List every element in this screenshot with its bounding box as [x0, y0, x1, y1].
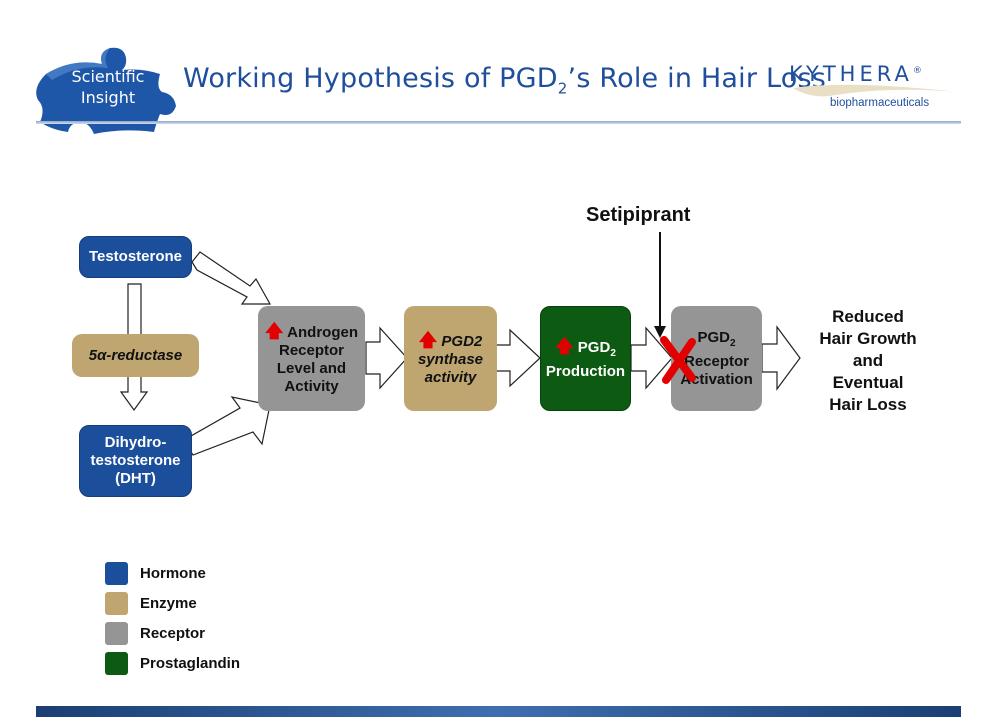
- arrow-production-to-activation: [630, 326, 673, 390]
- legend-label: Receptor: [140, 624, 206, 642]
- production-label-line2: Production: [545, 362, 626, 380]
- legend-item-prostaglandin: Prostaglandin: [105, 648, 240, 678]
- scientific-insight-badge: Scientific Insight: [58, 66, 158, 108]
- increase-arrow-icon: 🡅: [265, 320, 284, 341]
- legend: Hormone Enzyme Receptor Prostaglandin: [105, 558, 240, 678]
- kythera-logo-swoosh: [793, 84, 959, 97]
- arrow-testosterone-to-androgen: [191, 251, 272, 305]
- androgen-label-line2: Receptor: [278, 341, 345, 359]
- logo-registered: ®: [912, 66, 922, 76]
- androgen-receptor-box: 🡅 Androgen Receptor Level and Activity: [258, 306, 365, 411]
- androgen-label-line4: Activity: [284, 377, 339, 395]
- pgd2-synthase-box: 🡅 PGD2 synthase activity: [404, 306, 497, 411]
- pgd2-receptor-activation-box: PGD2 Receptor Activation: [671, 306, 762, 411]
- dht-box: Dihydro- testosterone (DHT): [79, 425, 192, 497]
- increase-arrow-icon: 🡅: [418, 329, 438, 350]
- arrow-androgen-to-synthase: [365, 326, 408, 390]
- synthase-label-line3: activity: [424, 368, 477, 386]
- testosterone-box: Testosterone: [79, 236, 192, 278]
- outcome-text: Reduced Hair Growth and Eventual Hair Lo…: [800, 306, 936, 416]
- legend-swatch: [105, 591, 128, 615]
- title-tail: ’s Role in Hair Loss: [567, 63, 826, 94]
- title-main: Working Hypothesis of PGD: [183, 63, 558, 94]
- legend-swatch: [105, 621, 128, 645]
- arrow-dht-to-androgen: [183, 396, 271, 456]
- activation-label-line2: Receptor: [683, 352, 750, 370]
- reductase-label: 5α-reductase: [88, 346, 183, 364]
- puzzle-piece-icon: [36, 47, 177, 134]
- outcome-line1: Reduced: [832, 307, 904, 326]
- legend-label: Prostaglandin: [140, 654, 241, 672]
- production-label-line1: PGD: [577, 338, 611, 356]
- activation-subscript: 2: [729, 337, 736, 349]
- androgen-label-line1: Androgen: [287, 323, 358, 341]
- legend-swatch: [105, 651, 128, 675]
- legend-swatch: [105, 561, 128, 585]
- arrow-synthase-to-production: [495, 328, 541, 388]
- setipiprant-arrowhead: [654, 326, 666, 338]
- company-logo: KYTHERA®: [789, 62, 922, 86]
- outcome-line4: Eventual: [832, 373, 904, 392]
- legend-label: Enzyme: [140, 594, 197, 612]
- androgen-label-line3: Level and: [276, 359, 347, 377]
- setipiprant-label: Setipiprant: [586, 204, 691, 226]
- footer-bar: [36, 706, 961, 717]
- page-title: Working Hypothesis of PGD2’s Role in Hai…: [183, 63, 826, 97]
- activation-label-line3: Activation: [680, 370, 753, 388]
- increase-arrow-icon: 🡅: [555, 335, 574, 356]
- dht-label-line2: testosterone: [90, 452, 181, 469]
- outcome-line5: Hair Loss: [829, 395, 907, 414]
- legend-label: Hormone: [140, 564, 206, 582]
- arrow-activation-to-outcome: [761, 325, 801, 391]
- legend-item-receptor: Receptor: [105, 618, 240, 648]
- dht-label-line3: (DHT): [115, 470, 156, 487]
- activation-label-line1: PGD: [697, 328, 730, 346]
- production-subscript: 2: [610, 347, 616, 359]
- pgd2-production-box: 🡅 PGD2 Production: [540, 306, 631, 411]
- title-subscript: 2: [557, 79, 568, 98]
- legend-item-enzyme: Enzyme: [105, 588, 240, 618]
- logo-subtitle: biopharmaceuticals: [830, 97, 930, 109]
- legend-item-hormone: Hormone: [105, 558, 240, 588]
- logo-name: KYTHERA: [789, 62, 913, 86]
- dht-label-line1: Dihydro-: [104, 434, 167, 451]
- synthase-label-line1: PGD2: [441, 332, 483, 350]
- header-divider: [36, 121, 961, 124]
- outcome-line2: Hair Growth: [819, 329, 917, 348]
- outcome-line3: and: [852, 351, 884, 370]
- block-x-icon: [660, 336, 696, 384]
- testosterone-label: Testosterone: [88, 248, 183, 265]
- badge-line2: Insight: [80, 88, 136, 107]
- badge-line1: Scientific: [71, 67, 145, 86]
- 5a-reductase-box: 5α-reductase: [72, 334, 199, 377]
- synthase-label-line2: synthase: [417, 350, 484, 368]
